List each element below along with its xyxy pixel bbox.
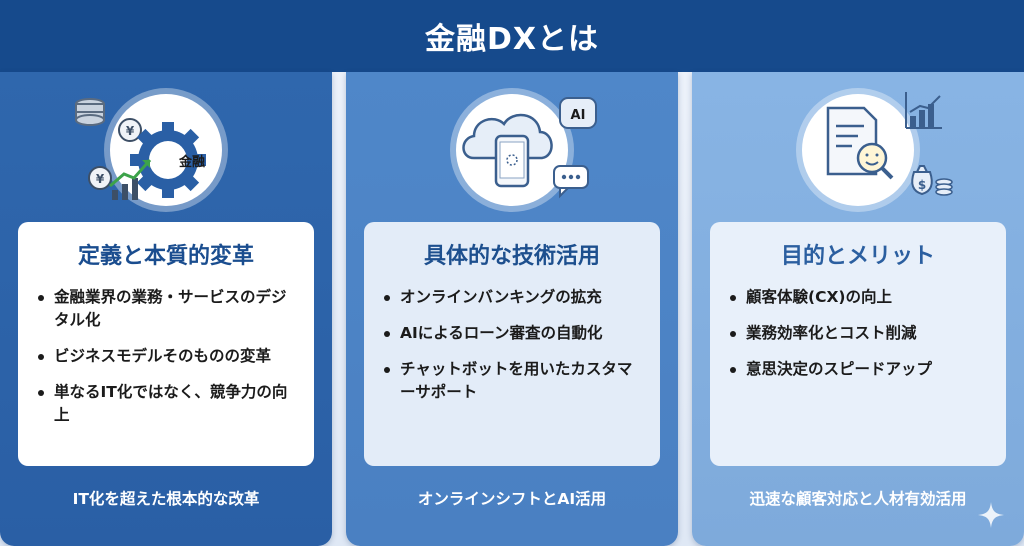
icon-label: 金融	[178, 155, 205, 170]
card-technology: 具体的な技術活用 オンラインバンキングの拡充 AIによるローン審査の自動化 チャ…	[364, 222, 660, 466]
list-item: 顧客体験(CX)の向上	[726, 286, 990, 309]
bullet-list: オンラインバンキングの拡充 AIによるローン審査の自動化 チャットボットを用いた…	[380, 286, 644, 404]
card-definition: 定義と本質的変革 金融業界の業務・サービスのデジタル化 ビジネスモデルそのものの…	[18, 222, 314, 466]
svg-text:¥: ¥	[126, 124, 135, 138]
column-technology: AI 具体的な技術活用 オンラインバンキングの拡充 AIによるローン審査の自動化…	[346, 72, 678, 546]
card-benefits: 目的とメリット 顧客体験(CX)の向上 業務効率化とコスト削減 意思決定のスピー…	[710, 222, 1006, 466]
card-title: 目的とメリット	[780, 244, 935, 269]
bullet-list: 顧客体験(CX)の向上 業務効率化とコスト削減 意思決定のスピードアップ	[726, 286, 990, 381]
list-item: オンラインバンキングの拡充	[380, 286, 644, 309]
column-footer: オンラインシフトとAI活用	[417, 490, 607, 508]
page-title: 金融DXとは	[424, 22, 600, 57]
card-title: 定義と本質的変革	[77, 244, 254, 269]
column-benefits: $ 目的とメリット 顧客体験(CX)の向上 業務効率化とコスト削減 意思決定のス…	[692, 72, 1024, 546]
sparkle-icon	[978, 502, 1004, 528]
column-footer: IT化を超えた根本的な改革	[72, 490, 260, 508]
cloud-smartphone-ai-icon: AI	[456, 94, 597, 206]
bullet-list: 金融業界の業務・サービスのデジタル化 ビジネスモデルそのものの変革 単なるIT化…	[34, 286, 298, 427]
column-definition: ¥ ¥	[0, 72, 332, 546]
list-item: 単なるIT化ではなく、競争力の向上	[34, 381, 298, 427]
list-item: AIによるローン審査の自動化	[380, 322, 644, 345]
svg-text:$: $	[918, 178, 926, 192]
list-item: ビジネスモデルそのものの変革	[34, 345, 298, 368]
list-item: 意思決定のスピードアップ	[726, 358, 990, 381]
list-item: 金融業界の業務・サービスのデジタル化	[34, 286, 298, 332]
document-chart-money-icon: $	[802, 92, 953, 206]
card-title: 具体的な技術活用	[423, 244, 600, 269]
gear-yen-growth-icon: ¥ ¥	[75, 94, 222, 206]
ai-chip-label: AI	[571, 108, 586, 123]
svg-text:¥: ¥	[96, 172, 105, 186]
list-item: 業務効率化とコスト削減	[726, 322, 990, 345]
column-footer: 迅速な顧客対応と人材有効活用	[749, 490, 967, 508]
header-bar: 金融DXとは	[0, 0, 1024, 72]
list-item: チャットボットを用いたカスタマーサポート	[380, 358, 644, 404]
